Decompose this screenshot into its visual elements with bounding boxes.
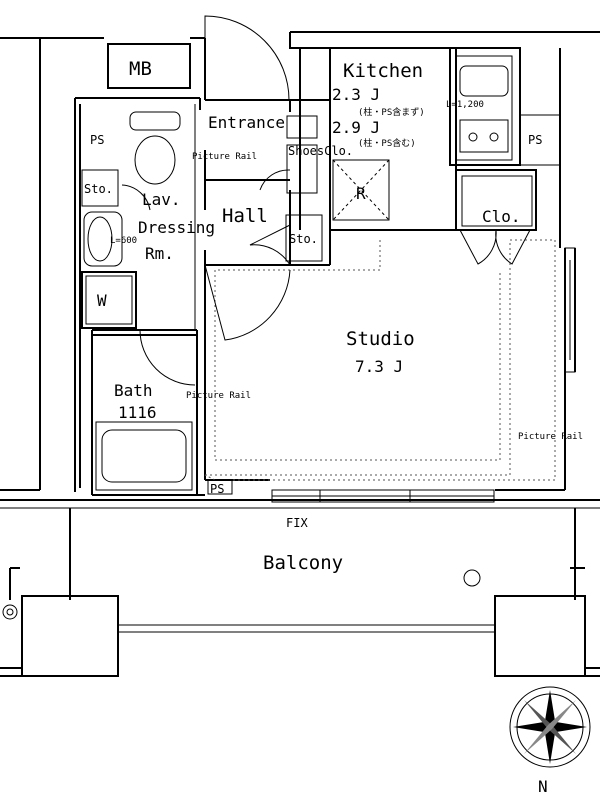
basin-length: L=600 bbox=[110, 236, 137, 246]
kitchen-area-1: 2.3 J bbox=[332, 85, 380, 104]
lav-label-3: Rm. bbox=[145, 244, 174, 263]
wet-area-walls bbox=[74, 97, 205, 496]
compass: N bbox=[509, 686, 591, 796]
studio-label: Studio bbox=[346, 328, 415, 350]
outer-walls bbox=[0, 31, 600, 509]
picture-rail-label-2: Picture Rail bbox=[186, 391, 251, 401]
kitchen-label: Kitchen bbox=[343, 60, 423, 82]
lav-label-2: Dressing bbox=[138, 218, 215, 237]
ps-top-left-label: PS bbox=[90, 133, 104, 147]
fix-label: FIX bbox=[286, 516, 308, 530]
picture-rail-label-3: Picture Rail bbox=[518, 432, 583, 442]
fix-window bbox=[271, 489, 495, 503]
doors bbox=[121, 15, 531, 386]
fridge-box bbox=[332, 159, 390, 221]
fridge-label: R bbox=[356, 184, 366, 203]
hall-label: Hall bbox=[222, 205, 268, 227]
picture-rail-label-1: Picture Rail bbox=[192, 152, 257, 162]
lav-storage-label: Sto. bbox=[84, 182, 113, 196]
kitchen-walls bbox=[329, 47, 561, 248]
room-labels: MB Kitchen 2.3 J (柱・PS含まず) 2.9 J (柱・PS含む… bbox=[84, 58, 583, 574]
washer-label: W bbox=[97, 291, 107, 310]
kitchen-note-2: (柱・PS含む) bbox=[358, 137, 416, 149]
mb-label: MB bbox=[129, 58, 152, 80]
kitchen-length: L=1,200 bbox=[446, 100, 484, 110]
entrance-walls bbox=[204, 38, 331, 480]
balcony-outline bbox=[0, 508, 600, 677]
balcony-label: Balcony bbox=[263, 552, 343, 574]
ps-bottom-label: PS bbox=[210, 482, 224, 496]
closet-label: Clo. bbox=[482, 207, 521, 226]
north-label: N bbox=[538, 777, 548, 796]
bath-size: 1116 bbox=[118, 403, 157, 422]
kitchen-note-1: (柱・PS含まず) bbox=[358, 106, 425, 118]
hall-storage-label: Sto. bbox=[289, 232, 318, 246]
bath-label: Bath bbox=[114, 381, 153, 400]
studio-area: 7.3 J bbox=[355, 357, 403, 376]
ps-kitchen-label: PS bbox=[528, 133, 542, 147]
entrance-label: Entrance bbox=[208, 113, 285, 132]
fixtures bbox=[81, 111, 323, 495]
lav-label-1: Lav. bbox=[142, 190, 181, 209]
mb-box bbox=[107, 43, 191, 89]
kitchen-area-2: 2.9 J bbox=[332, 118, 380, 137]
shoes-closet-label: ShoesClo. bbox=[288, 144, 353, 158]
